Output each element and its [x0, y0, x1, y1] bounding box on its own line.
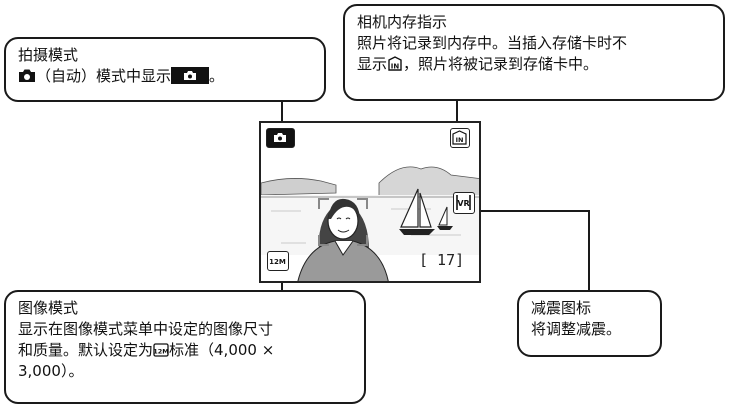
- vibration-reduction-callout: 减震图标 将调整减震。: [517, 290, 662, 357]
- svg-text:IN: IN: [456, 136, 464, 144]
- image-mode-line2-text: 和质量。默认设定为: [18, 341, 154, 359]
- internal-memory-icon: IN: [387, 56, 403, 72]
- hills-right: [378, 166, 479, 198]
- shooting-mode-line: （自动）模式中显示 。: [18, 66, 312, 87]
- camera-icon: [18, 68, 36, 83]
- image-mode-line1: 显示在图像模式菜单中设定的图像尺寸: [18, 320, 274, 338]
- vibration-reduction-line1: 将调整减震。: [531, 320, 622, 338]
- connector-vr-horizontal: [481, 210, 590, 212]
- image-mode-line3: 3,000）。: [18, 362, 84, 380]
- internal-memory-title: 相机内存指示: [357, 13, 448, 31]
- image-size-indicator: 12M: [267, 251, 289, 271]
- connector-vr-vertical: [588, 210, 590, 291]
- internal-memory-callout: 相机内存指示 照片将记录到内存中。当插入存储卡时不 显示 IN ，照片将被记录到…: [343, 4, 725, 101]
- svg-text:12M: 12M: [153, 348, 169, 356]
- screen-scene: [261, 166, 479, 281]
- internal-memory-line2: 显示 IN ，照片将被记录到存储卡中。: [357, 54, 711, 75]
- exposure-count: [ 17]: [419, 251, 465, 269]
- shooting-mode-text: （自动）模式中显示: [36, 67, 172, 85]
- portrait-subject: [297, 198, 389, 281]
- shooting-mode-callout: 拍摄模式 （自动）模式中显示 。: [4, 37, 326, 102]
- internal-memory-line2-suffix: ，照片将被记录到存储卡中。: [403, 55, 599, 73]
- camera-mode-icon: [171, 67, 210, 84]
- image-mode-callout: 图像模式 显示在图像模式菜单中设定的图像尺寸 和质量。默认设定为 12M 标准（…: [4, 290, 366, 404]
- internal-memory-indicator: IN: [450, 128, 470, 148]
- svg-text:12M: 12M: [269, 258, 286, 266]
- shooting-mode-title: 拍摄模式: [18, 46, 79, 64]
- connector-shooting-mode: [281, 102, 283, 122]
- hills-left: [261, 178, 337, 196]
- shooting-mode-indicator: [266, 128, 295, 148]
- focus-frame: [318, 198, 368, 246]
- water: [261, 195, 479, 255]
- connector-internal-memory: [456, 101, 458, 122]
- vibration-reduction-icon: VR: [453, 192, 475, 214]
- image-mode-title: 图像模式: [18, 299, 79, 317]
- camera-screen: IN VR 12M [ 17]: [259, 121, 481, 283]
- image-mode-line2-tail: 标准（4,000 ×: [169, 341, 275, 359]
- image-mode-line2: 和质量。默认设定为 12M 标准（4,000 ×: [18, 340, 352, 361]
- small-sailboat: [437, 206, 453, 230]
- shooting-mode-suffix: 。: [209, 67, 225, 85]
- internal-memory-line1: 照片将记录到内存中。当插入存储卡时不: [357, 34, 628, 52]
- image-size-icon: 12M: [153, 342, 169, 358]
- svg-text:IN: IN: [391, 63, 400, 71]
- sailboat: [399, 188, 435, 235]
- connector-image-mode: [281, 282, 283, 291]
- svg-text:VR: VR: [457, 199, 469, 208]
- vibration-reduction-title: 减震图标: [531, 299, 592, 317]
- internal-memory-line2-prefix: 显示: [357, 55, 388, 73]
